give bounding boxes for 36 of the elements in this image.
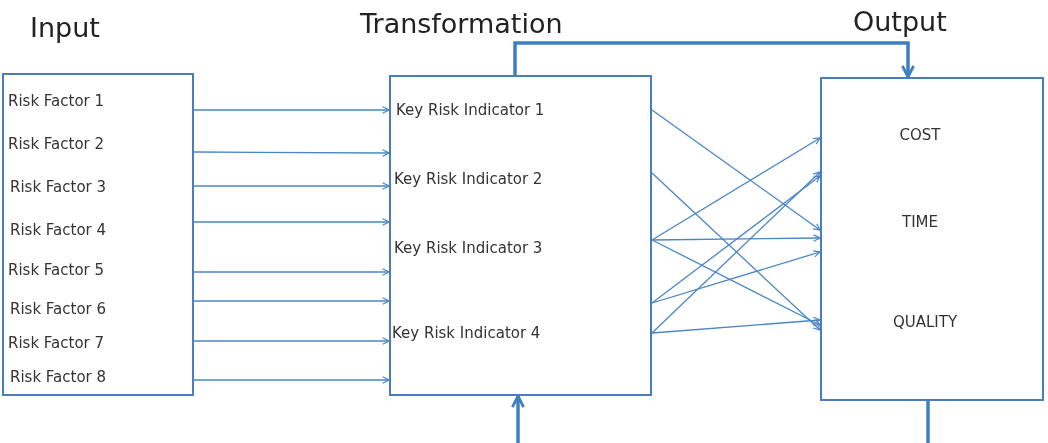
item-label: Key Risk Indicator 3 bbox=[394, 237, 649, 259]
arrow bbox=[651, 175, 821, 304]
item-label: Key Risk Indicator 2 bbox=[394, 168, 649, 190]
item-label: Risk Factor 3 bbox=[10, 176, 192, 198]
item-label: Risk Factor 1 bbox=[8, 90, 192, 112]
arrow bbox=[651, 250, 821, 304]
stage-heading: Transformation bbox=[360, 8, 563, 39]
arrow bbox=[651, 109, 821, 231]
arrow bbox=[651, 137, 821, 241]
item-label: QUALITY bbox=[870, 311, 980, 333]
arrow bbox=[193, 149, 390, 157]
arrow bbox=[193, 218, 390, 226]
arrow bbox=[193, 376, 390, 384]
arrow bbox=[651, 239, 821, 326]
item-label: COST bbox=[880, 124, 960, 146]
item-label: TIME bbox=[880, 211, 960, 233]
arrow bbox=[193, 182, 390, 190]
item-label: Risk Factor 7 bbox=[8, 332, 192, 354]
item-label: Risk Factor 2 bbox=[8, 133, 192, 155]
arrow bbox=[193, 106, 390, 114]
item-label: Risk Factor 6 bbox=[10, 298, 192, 320]
item-label: Risk Factor 5 bbox=[8, 259, 192, 281]
arrow bbox=[651, 316, 821, 334]
arrow bbox=[193, 297, 390, 305]
item-label: Key Risk Indicator 1 bbox=[396, 99, 649, 121]
connector-line bbox=[926, 401, 930, 443]
arrow bbox=[513, 41, 915, 79]
arrow bbox=[193, 337, 390, 345]
stage-heading: Output bbox=[853, 6, 947, 37]
item-label: Risk Factor 4 bbox=[10, 219, 192, 241]
arrow bbox=[193, 268, 390, 276]
arrow bbox=[651, 234, 821, 242]
arrow bbox=[511, 394, 525, 443]
item-label: Risk Factor 8 bbox=[10, 366, 192, 388]
item-label: Key Risk Indicator 4 bbox=[392, 322, 649, 344]
stage-heading: Input bbox=[30, 12, 100, 43]
